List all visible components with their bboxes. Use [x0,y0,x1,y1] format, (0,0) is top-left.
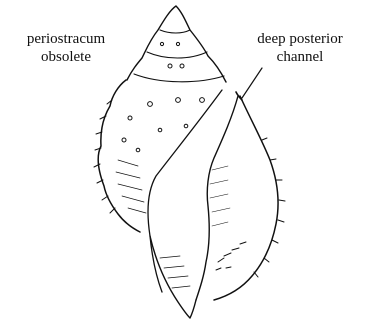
body-suture [148,90,222,292]
interior-hatching [210,166,230,226]
body-hatching [116,160,146,213]
outer-lip [214,96,278,300]
channel-leader-line [242,68,262,98]
whorl-line-3 [134,74,224,82]
posterior-channel-label-line1: deep posterior [236,30,364,48]
periostracum-label-line1: periostracum [4,30,128,48]
tubercles [122,42,204,151]
frill-left [94,100,115,213]
whorl-line-1 [160,30,190,33]
whorl-line-2 [147,52,207,58]
posterior-channel-label: deep posterior channel [236,30,364,66]
periostracum-label-line2: obsolete [4,48,128,66]
aperture-denticles [216,242,246,270]
posterior-channel-label-line2: channel [236,48,364,66]
periostracum-label: periostracum obsolete [4,30,128,66]
body-whorl-left-edge [98,80,140,232]
canal-lines [160,256,190,288]
